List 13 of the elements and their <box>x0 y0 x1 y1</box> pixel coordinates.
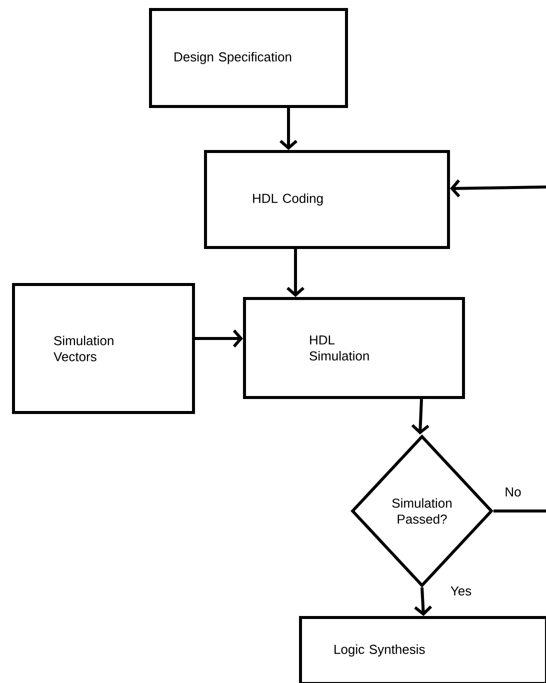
process-box: Logic Synthesis <box>299 616 546 683</box>
arrow <box>286 249 304 297</box>
edge-label: No <box>504 486 522 498</box>
process-box: HDL Simulation <box>243 297 465 399</box>
process-box: HDL Coding <box>204 150 450 249</box>
arrow <box>414 587 432 616</box>
arrow <box>195 330 243 348</box>
arrow <box>411 398 430 434</box>
edge-label: Yes <box>449 585 473 597</box>
arrow <box>450 179 546 198</box>
arrow <box>280 108 298 150</box>
process-box: Design Specification <box>149 8 348 108</box>
process-box: Simulation Vectors <box>12 283 195 414</box>
